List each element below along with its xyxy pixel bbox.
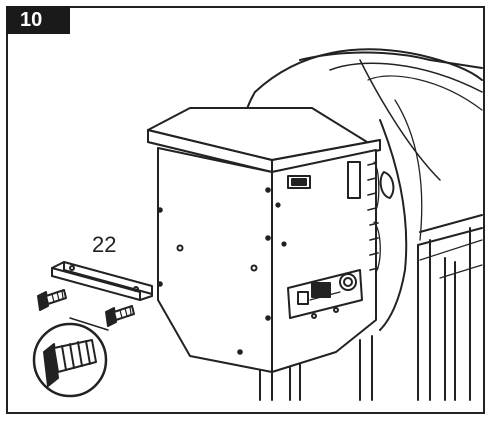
step-number-badge: 10 xyxy=(6,6,70,34)
hopper-box xyxy=(147,107,381,373)
screw-icon xyxy=(37,289,67,311)
bracket-icon xyxy=(51,261,153,301)
bracket-part-number: 22 xyxy=(92,232,117,257)
screw-icon xyxy=(105,305,135,327)
magnifier-callout-icon xyxy=(32,317,109,398)
